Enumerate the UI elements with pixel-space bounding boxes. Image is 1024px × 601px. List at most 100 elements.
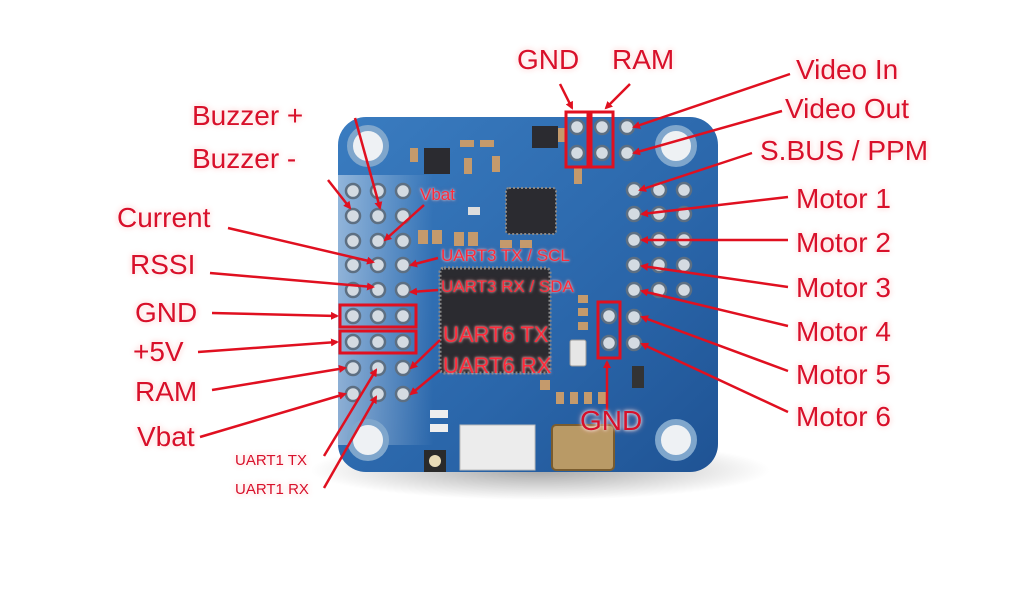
arrow-video-in [632, 72, 791, 129]
label-uart3-tx: UART3 TX / SCL [441, 246, 570, 265]
arrow-ram-left [211, 365, 347, 392]
pad-right-m5 [625, 308, 643, 326]
pad-left-r3c0 [344, 256, 362, 274]
pad-left-r2c2 [394, 232, 412, 250]
box-gnd-right [596, 300, 622, 360]
label-buzzer-plus: Buzzer + [192, 100, 304, 131]
arrow-vbat-left [199, 391, 347, 439]
pad-top-4 [618, 118, 636, 136]
small-ic [632, 366, 644, 388]
osd-chip [505, 187, 557, 235]
pad-top-3 [593, 144, 611, 162]
label-vbat-left: Vbat [137, 421, 195, 452]
pad-right-r3c0 [625, 256, 643, 274]
box-gnd-left [338, 303, 418, 329]
smd-components [410, 128, 606, 432]
pad-right-r4c0 [625, 281, 643, 299]
label-plus5v: +5V [133, 336, 184, 367]
pad-right-r4c2 [675, 281, 693, 299]
pad-left-r8c2 [394, 385, 412, 403]
pad-left-r0c2 [394, 182, 412, 200]
pad-left-r4c2 [394, 281, 412, 299]
pad-left-r6c1 [369, 333, 387, 351]
pad-left-r2c1 [369, 232, 387, 250]
arrow-current [227, 226, 375, 265]
solder-pads [344, 118, 693, 403]
pad-left-r7c2 [394, 359, 412, 377]
pad-left-r8c1 [369, 385, 387, 403]
crystal [569, 339, 587, 367]
highlight-boxes [338, 110, 622, 360]
label-ram-top: RAM [612, 44, 675, 75]
label-motor-3: Motor 3 [796, 272, 891, 303]
arrow-uart6-tx [409, 339, 441, 370]
mcu-chip [438, 266, 552, 375]
label-vbat-board: Vbat [420, 185, 455, 204]
label-motor-6: Motor 6 [796, 401, 891, 432]
box-5v-left [338, 329, 418, 355]
arrow-motor-6 [640, 342, 789, 414]
arrow-uart3-rx [409, 287, 439, 296]
pad-left-r1c1 [369, 207, 387, 225]
arrow-video-out [632, 109, 783, 156]
pad-left-r0c0 [344, 182, 362, 200]
label-uart1-rx: UART1 RX [235, 481, 309, 498]
arrow-5v-left [197, 338, 339, 354]
pad-gnd-right-0 [600, 307, 618, 325]
pad-left-r2c0 [344, 232, 362, 250]
arrow-motor-4 [640, 288, 789, 328]
pad-left-r3c2 [394, 256, 412, 274]
mounting-hole-bl [347, 419, 389, 461]
pad-right-r2c0 [625, 231, 643, 249]
pad-left-r5c0 [344, 307, 362, 325]
arrow-ram-top [604, 83, 631, 110]
arrow-uart3-tx [409, 256, 439, 268]
label-sbus-ppm: S.BUS / PPM [760, 135, 929, 166]
regulator-chip [424, 148, 450, 174]
pad-left-r4c1 [369, 281, 387, 299]
arrow-vbat-board [383, 204, 425, 242]
arrow-uart1-tx [322, 368, 378, 457]
pad-left-r3c1 [369, 256, 387, 274]
label-gnd-bottom: GND [580, 405, 643, 436]
arrow-gnd-top [558, 83, 574, 110]
label-gnd-top: GND [517, 44, 580, 75]
pad-right-r0c2 [675, 181, 693, 199]
pad-gnd-right-1 [600, 334, 618, 352]
box-gnd-top [564, 110, 590, 169]
pad-right-r3c2 [675, 256, 693, 274]
regulator-chip-2 [532, 126, 558, 148]
label-buzzer-minus: Buzzer - [192, 143, 297, 174]
boot-button-cap [429, 455, 441, 467]
label-motor-5: Motor 5 [796, 359, 891, 390]
pad-left-r7c0 [344, 359, 362, 377]
mounting-hole-br [655, 419, 697, 461]
pad-top-5 [618, 144, 636, 162]
arrow-motor-3 [640, 262, 789, 289]
pad-top-2 [593, 118, 611, 136]
arrow-motor-1 [640, 195, 789, 218]
arrow-sbus [638, 151, 753, 192]
arrow-uart6-rx [409, 369, 441, 396]
label-video-in: Video In [796, 54, 899, 85]
label-motor-4: Motor 4 [796, 316, 891, 347]
pad-left-r5c1 [369, 307, 387, 325]
pad-left-r1c0 [344, 207, 362, 225]
label-uart6-tx: UART6 TX [443, 322, 549, 347]
pad-top-1 [568, 144, 586, 162]
box-ram-top [589, 110, 615, 169]
pad-top-0 [568, 118, 586, 136]
label-ram-left: RAM [135, 376, 198, 407]
label-motor-1: Motor 1 [796, 183, 891, 214]
arrow-uart1-rx [322, 395, 378, 489]
pad-right-r0c0 [625, 181, 643, 199]
pointer-arrows [197, 72, 791, 489]
pad-left-r6c2 [394, 333, 412, 351]
label-current: Current [117, 202, 211, 233]
label-uart1-tx: UART1 TX [235, 452, 307, 469]
mounting-hole-tl [347, 125, 389, 167]
jst-connector [459, 424, 536, 471]
arrow-buzzer-minus [327, 179, 352, 210]
label-uart6-rx: UART6 RX [443, 353, 552, 378]
